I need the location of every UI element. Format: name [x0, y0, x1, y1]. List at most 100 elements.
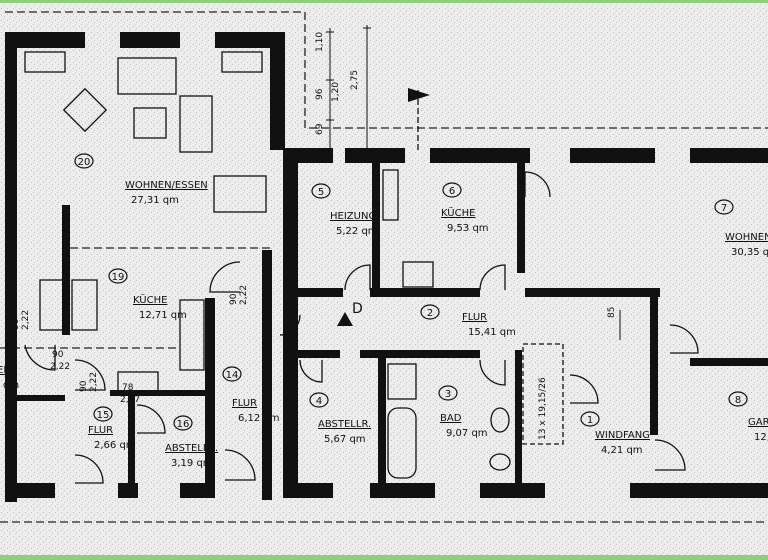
room-area: 6,12 qm: [238, 413, 280, 424]
stove-icon: [402, 261, 434, 288]
armchair-icon: [62, 87, 108, 133]
table-icon: [133, 107, 167, 139]
room-number: 7: [721, 203, 727, 214]
wall: [270, 32, 285, 150]
wall: [372, 163, 380, 290]
dimension-label: 78: [122, 383, 134, 393]
room-number: 15: [97, 410, 110, 421]
walls: [5, 32, 768, 502]
room-number: 1: [587, 415, 593, 426]
room-area: 5,22 qm: [336, 226, 378, 237]
room-number-badge: [222, 366, 242, 382]
room-name: WOHNEN/ESSEN: [125, 180, 208, 191]
room-name: ABSTELLR.: [165, 443, 218, 454]
window-box-icon: [221, 51, 263, 73]
room-area: 5,67 qm: [324, 434, 366, 445]
room-area: 9,53 qm: [447, 223, 489, 234]
room-number: 2: [427, 308, 433, 319]
wall: [128, 396, 135, 496]
sofa-icon: [117, 57, 177, 95]
room-number-badge: [173, 415, 193, 431]
room-name: BAD: [440, 413, 462, 424]
room-name: WINDFANG: [595, 430, 650, 441]
wall: [515, 350, 522, 485]
dimension-label: 85: [607, 307, 617, 318]
stair-icon: [522, 343, 564, 445]
room-area: 15,41 qm: [468, 327, 516, 338]
dimension-label: 13 x 19,15/26: [538, 377, 548, 440]
room-number-badge: [108, 268, 128, 284]
room-area: qm: [3, 380, 19, 391]
wall: [570, 148, 655, 163]
room-number: 19: [112, 272, 125, 283]
dimension-label: 90: [11, 318, 21, 330]
room-area: 27,31 qm: [131, 195, 179, 206]
counter-icon: [179, 299, 205, 371]
room-area: 3,19 qm: [171, 458, 213, 469]
wall: [290, 360, 296, 485]
room-name: WOHNEN/ESSEN: [725, 232, 768, 243]
room-name: HEIZUNG: [330, 211, 376, 222]
room-number-badge: [309, 392, 329, 408]
dimension-label: 2,22: [21, 310, 31, 330]
north-flag-icon: [408, 88, 430, 102]
room-number: 20: [78, 157, 91, 168]
wall: [215, 32, 285, 48]
dimension-label: 2,22: [239, 285, 249, 305]
window-box-icon: [24, 51, 66, 73]
dimension-label: 90: [52, 350, 64, 360]
room-area: 12,10: [754, 432, 768, 443]
toilet-icon: [489, 453, 511, 471]
wall: [262, 250, 272, 500]
dining-table-icon: [213, 175, 267, 213]
room-number-badge: [438, 385, 458, 401]
wall: [378, 358, 386, 488]
room-number: 3: [445, 389, 451, 400]
room-number-badge: [93, 406, 113, 422]
wall: [205, 298, 215, 498]
wall: [5, 32, 17, 502]
room-number-badge: [311, 183, 331, 199]
frame-top: [0, 0, 768, 3]
wall: [298, 288, 343, 297]
room-area: 2,66 qm: [94, 440, 136, 451]
room-number: 8: [735, 395, 741, 406]
wall: [110, 390, 210, 396]
sofa-icon: [179, 95, 213, 153]
wall: [120, 32, 180, 48]
wall: [690, 358, 768, 366]
wall: [290, 350, 340, 358]
room-number-badge: [74, 153, 94, 169]
wall: [370, 483, 435, 498]
room-name: FLUR: [232, 398, 257, 409]
washbasin-icon: [490, 407, 510, 433]
dimension-label: 2,75: [350, 70, 360, 90]
room-number-badge: [420, 304, 440, 320]
wall: [517, 163, 525, 273]
room-number-badge: [442, 182, 462, 198]
room-area: 9,07 qm: [446, 428, 488, 439]
room-number: 5: [318, 187, 324, 198]
dimension-label: 2,22: [89, 372, 99, 392]
room-label: 8GARD 12,10: [728, 391, 768, 443]
wall: [650, 290, 658, 435]
wall: [283, 483, 333, 498]
room-number: 4: [316, 396, 322, 407]
wall: [430, 148, 530, 163]
room-number: 14: [226, 370, 239, 381]
wall: [360, 350, 480, 358]
room-name: GARD: [748, 417, 768, 428]
room-name: KÜCHE: [441, 206, 475, 219]
